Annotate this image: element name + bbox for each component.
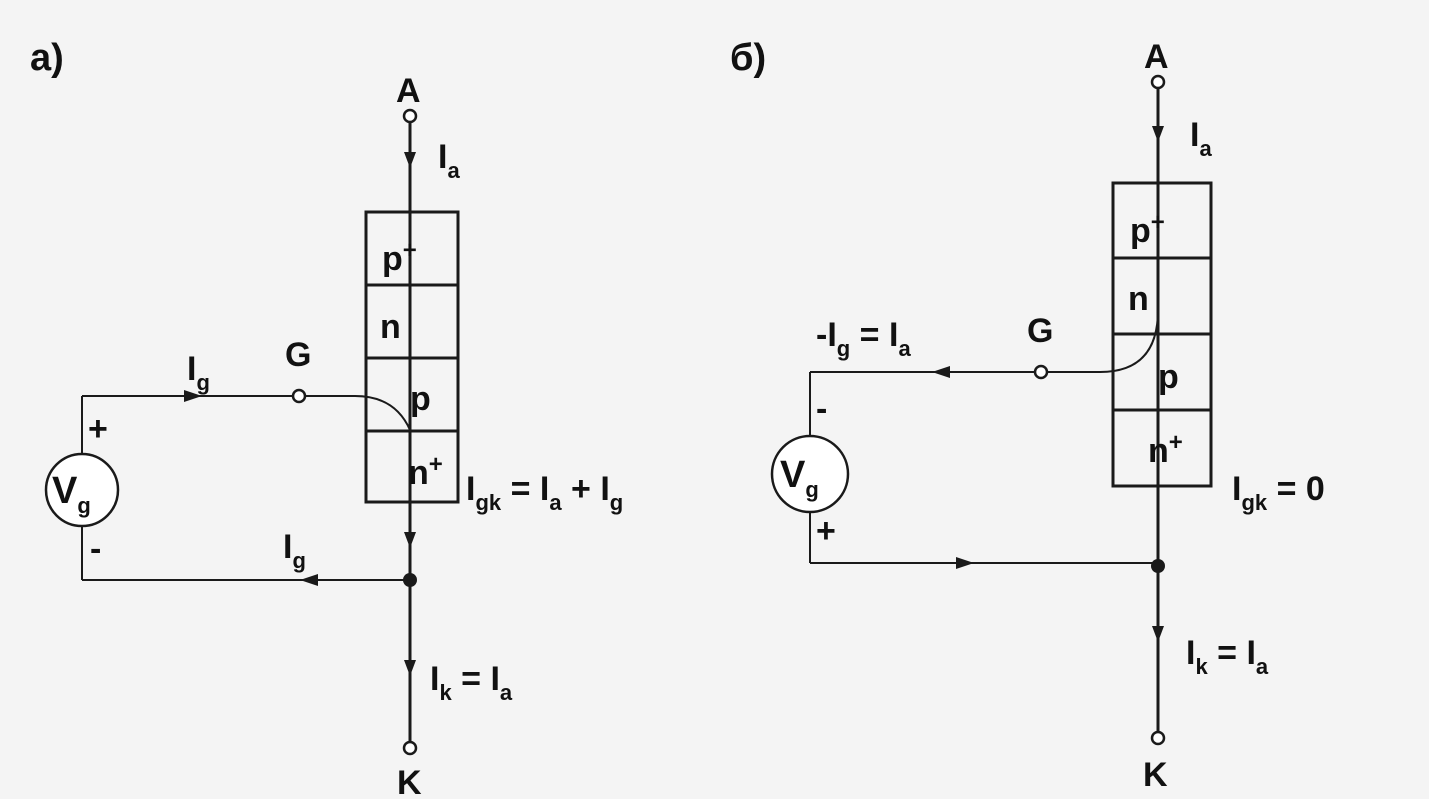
panel-a-cathode-label: K — [397, 764, 422, 799]
panel-b-minus-sign: - — [816, 390, 827, 428]
panel-a-anode-label: A — [396, 72, 421, 110]
panel-b-igk-equation: Igk = 0 — [1232, 470, 1325, 515]
panel-a-ig-top-label: Ig — [187, 350, 210, 395]
panel-a-mid-arrow — [404, 532, 416, 548]
panel-a-gate-label: G — [285, 336, 311, 374]
panel-a-ia-label: Ia — [438, 138, 460, 183]
panel-b-ig-arrow — [932, 366, 950, 378]
panel-a-ia-arrow — [404, 152, 416, 168]
panel-b-source-label: Vg — [780, 454, 819, 502]
panel-b-anode-label: A — [1144, 38, 1169, 76]
panel-a-plus-sign: + — [88, 410, 108, 448]
panel-b-ik-arrow — [1152, 626, 1164, 642]
panel-b-layer-n: n — [1128, 280, 1149, 318]
panel-b: б) A K Ia p+ n p n+ G Vg - + — [730, 37, 1325, 794]
panel-a-ig-bottom-arrow — [300, 574, 318, 586]
panel-a-layer-n-plus: n+ — [408, 451, 443, 492]
panel-a: а) A K Ia p+ n p n+ G — [30, 37, 623, 799]
panel-b-layer-p: p — [1158, 358, 1179, 396]
panel-b-gate-current-path — [1047, 309, 1159, 373]
panel-b-cathode-label: K — [1143, 756, 1168, 794]
panel-a-cathode-node — [403, 573, 417, 587]
panel-b-ig-equation: -Ig = Ia — [816, 316, 911, 361]
panel-b-gate-label: G — [1027, 312, 1053, 350]
panel-b-layer-n-plus: n+ — [1148, 429, 1183, 470]
panel-a-cathode-terminal — [402, 740, 418, 756]
panel-a-layer-p-plus: p+ — [382, 237, 417, 278]
panel-b-bottom-arrow — [956, 557, 974, 569]
panel-b-cathode-terminal — [1150, 730, 1166, 746]
panel-b-plus-sign: + — [816, 512, 836, 550]
panel-a-anode-terminal — [402, 108, 418, 124]
panel-b-voltage-source — [770, 434, 850, 514]
panel-b-cathode-node — [1151, 559, 1165, 573]
panel-a-layer-n: n — [380, 308, 401, 346]
panel-a-minus-sign: - — [90, 530, 101, 568]
panel-a-ig-top-arrow — [184, 390, 202, 402]
panel-a-layer-p: p — [410, 380, 431, 418]
panel-b-anode-terminal — [1150, 74, 1166, 90]
panel-a-gate-terminal — [291, 388, 307, 404]
panel-a-igk-equation: Igk = Ia + Ig — [466, 470, 623, 515]
panel-b-ik-equation: Ik = Ia — [1186, 634, 1269, 679]
panel-a-voltage-source — [44, 452, 120, 528]
panel-a-ik-arrow — [404, 660, 416, 676]
panel-b-label: б) — [730, 37, 766, 79]
panel-b-layer-p-plus: p+ — [1130, 209, 1165, 250]
panel-a-source-label: Vg — [52, 470, 91, 518]
panel-b-ia-arrow — [1152, 126, 1164, 142]
panel-a-ik-equation: Ik = Ia — [430, 660, 513, 705]
panel-b-ia-label: Ia — [1190, 116, 1212, 161]
panel-a-label: а) — [30, 37, 64, 79]
panel-a-gate-current-path — [305, 395, 411, 431]
panel-a-ig-bottom-label: Ig — [283, 528, 306, 573]
panel-b-gate-terminal — [1033, 364, 1049, 380]
